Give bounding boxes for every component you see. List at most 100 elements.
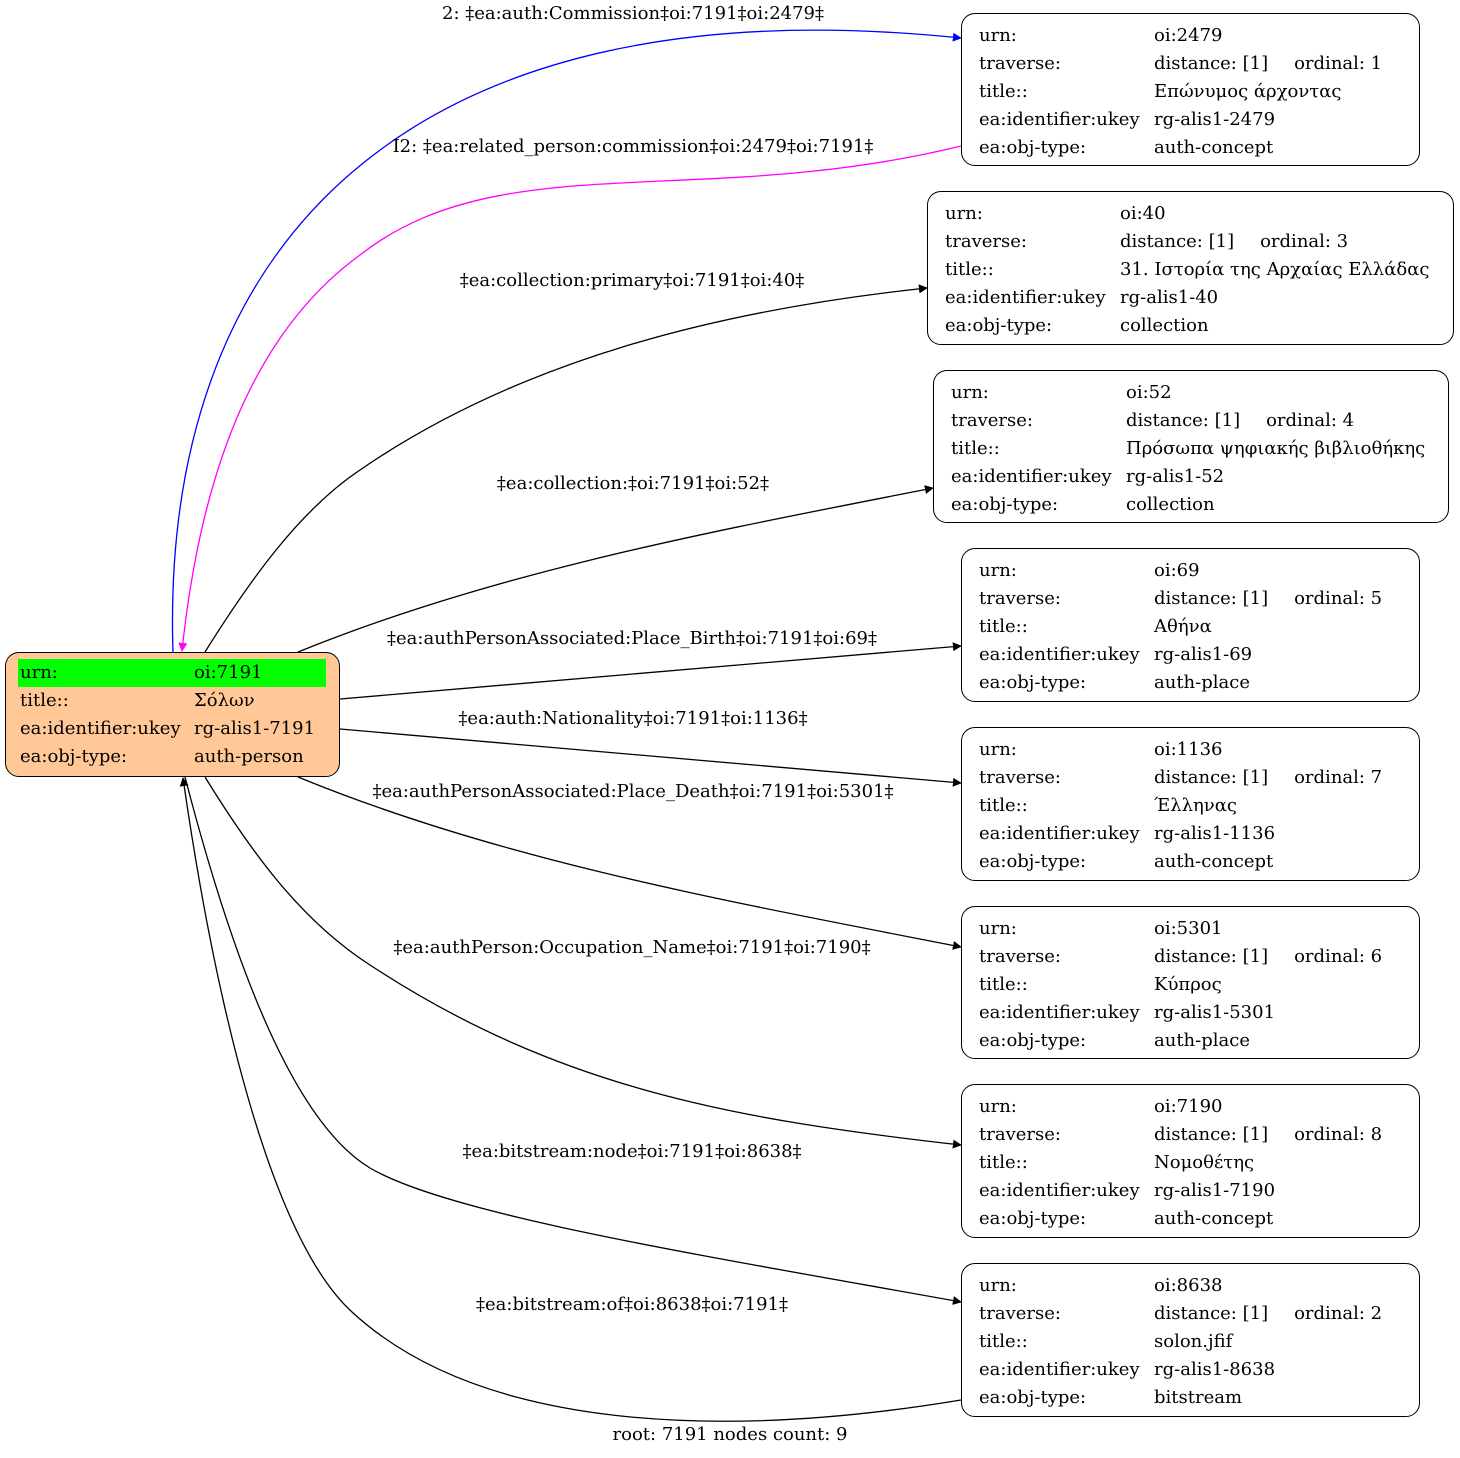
node-oi-8638[interactable]: urn:oi:8638 traverse:distance: [1]ordina…: [961, 1263, 1420, 1417]
node-key: ea:obj-type:: [951, 494, 1059, 515]
edge-nationality: [339, 728, 962, 787]
node-urn: oi:2479: [1154, 25, 1223, 46]
edge-commission: [171, 29, 962, 653]
node-key: urn:: [979, 739, 1017, 760]
edge-collection-primary: [204, 284, 928, 653]
edge-bitstream-node: [184, 776, 962, 1305]
edge-label: ‡ea:authPerson:Occupation_Name‡oi:7191‡o…: [393, 937, 871, 958]
node-title: Επώνυμος άρχοντας: [1154, 81, 1342, 102]
node-key: traverse:: [945, 231, 1027, 252]
edge-label: ‡ea:bitstream:of‡oi:8638‡oi:7191‡: [476, 1294, 788, 1315]
node-ordinal: ordinal: 7: [1294, 767, 1383, 788]
root-row-ukey: ea:identifier:ukey rg-alis1-7191: [18, 715, 326, 743]
root-row-objtype: ea:obj-type: auth-person: [18, 743, 326, 771]
node-ordinal: ordinal: 6: [1294, 946, 1383, 967]
node-oi-1136[interactable]: urn: oi:1136 traverse: distance: [1] ordina…: [961, 727, 1420, 881]
node-key: title::: [979, 81, 1028, 102]
node-key: urn:: [979, 918, 1017, 939]
root-key: urn:: [18, 659, 192, 687]
node-title: Αθήνα: [1154, 616, 1212, 637]
root-value: Σόλων: [194, 690, 255, 711]
node-distance: distance: [1]: [1154, 1303, 1269, 1324]
node-key: urn:: [979, 1096, 1017, 1117]
edge-label: ‡ea:bitstream:node‡oi:7191‡oi:8638‡: [462, 1141, 802, 1162]
node-objtype: auth-concept: [1154, 1208, 1274, 1229]
node-urn: oi:40: [1120, 203, 1166, 224]
node-objtype: bitstream: [1154, 1387, 1243, 1408]
node-distance: distance: [1]: [1154, 767, 1269, 788]
node-key: traverse:: [979, 946, 1061, 967]
node-key: ea:obj-type:: [979, 137, 1087, 158]
node-key: title::: [979, 1152, 1028, 1173]
node-key: urn:: [979, 25, 1017, 46]
node-objtype: collection: [1120, 315, 1209, 336]
node-objtype: auth-concept: [1154, 851, 1274, 872]
edge-label: ‡ea:collection:‡oi:7191‡oi:52‡: [496, 473, 770, 494]
node-title: Πρόσωπα ψηφιακής βιβλιοθήκης: [1126, 438, 1426, 459]
node-oi-2479[interactable]: urn: oi:2479 traverse: distance: [1] ordina…: [961, 13, 1420, 166]
node-key: ea:obj-type:: [979, 851, 1087, 872]
root-row-title: title:: Σόλων: [18, 687, 326, 715]
node-key: urn:: [951, 382, 989, 403]
node-urn: oi:5301: [1154, 918, 1223, 939]
node-distance: distance: [1]: [1154, 946, 1269, 967]
root-value: auth-person: [194, 746, 304, 767]
node-urn: oi:52: [1126, 382, 1172, 403]
node-key: traverse:: [951, 410, 1033, 431]
edge-collection: [297, 485, 934, 653]
root-key: ea:obj-type:: [20, 746, 128, 767]
node-key: ea:obj-type:: [979, 672, 1087, 693]
node-key: ea:identifier:ukey: [979, 1359, 1140, 1380]
edge-bitstream-of: [179, 777, 962, 1422]
node-key: title::: [979, 795, 1028, 816]
node-title: Έλληνας: [1154, 795, 1237, 816]
node-ukey: rg-alis1-2479: [1154, 109, 1276, 130]
node-key: ea:identifier:ukey: [979, 1180, 1140, 1201]
edge-related-person-commission: [178, 145, 962, 652]
root-node[interactable]: urn: oi:7191 title:: Σόλων ea:identifier…: [5, 652, 340, 777]
node-ordinal: ordinal: 1: [1294, 53, 1383, 74]
node-key: title::: [979, 974, 1028, 995]
node-key: traverse:: [979, 767, 1061, 788]
node-objtype: auth-concept: [1154, 137, 1274, 158]
node-objtype: auth-place: [1154, 1030, 1250, 1051]
node-key: ea:identifier:ukey: [979, 1002, 1140, 1023]
node-key: ea:identifier:ukey: [979, 644, 1140, 665]
node-oi-7190[interactable]: urn:oi:7190 traverse:distance: [1]ordina…: [961, 1084, 1420, 1238]
node-key: traverse:: [979, 53, 1061, 74]
root-value: rg-alis1-7191: [194, 718, 316, 739]
root-key: ea:identifier:ukey: [20, 718, 181, 739]
node-oi-69[interactable]: urn:oi:69 traverse:distance: [1]ordinal:…: [961, 548, 1420, 702]
node-ukey: rg-alis1-7190: [1154, 1180, 1276, 1201]
node-ordinal: ordinal: 2: [1294, 1303, 1383, 1324]
edge-occupation: [204, 776, 962, 1149]
node-oi-52[interactable]: urn:oi:52 traverse:distance: [1]ordinal:…: [933, 370, 1449, 523]
node-urn: oi:69: [1154, 560, 1200, 581]
node-key: ea:identifier:ukey: [979, 109, 1140, 130]
node-ordinal: ordinal: 8: [1294, 1124, 1383, 1145]
root-value: oi:7191: [192, 659, 326, 687]
node-ukey: rg-alis1-52: [1126, 466, 1225, 487]
node-distance: distance: [1]: [1154, 588, 1269, 609]
node-urn: oi:1136: [1154, 739, 1223, 760]
node-key: traverse:: [979, 1124, 1061, 1145]
root-key: title::: [20, 690, 69, 711]
node-key: ea:obj-type:: [979, 1208, 1087, 1229]
graph-footer: root: 7191 nodes count: 9: [612, 1424, 848, 1445]
node-key: ea:identifier:ukey: [979, 823, 1140, 844]
node-ordinal: ordinal: 3: [1260, 231, 1349, 252]
edge-label: ‡ea:collection:primary‡oi:7191‡oi:40‡: [459, 270, 805, 291]
node-ukey: rg-alis1-69: [1154, 644, 1253, 665]
node-urn: oi:8638: [1154, 1275, 1223, 1296]
edge-place-death: [297, 776, 962, 950]
node-key: traverse:: [979, 1303, 1061, 1324]
node-key: title::: [979, 616, 1028, 637]
node-oi-5301[interactable]: urn: oi:5301 traverse: distance: [1] ordina…: [961, 906, 1420, 1059]
node-title: Νομοθέτης: [1154, 1152, 1255, 1173]
node-distance: distance: [1]: [1154, 53, 1269, 74]
node-oi-40[interactable]: urn:oi:40 traverse:distance: [1]ordinal:…: [927, 191, 1454, 345]
node-key: title::: [951, 438, 1000, 459]
edge-place-birth: [339, 642, 962, 700]
node-ukey: rg-alis1-1136: [1154, 823, 1276, 844]
